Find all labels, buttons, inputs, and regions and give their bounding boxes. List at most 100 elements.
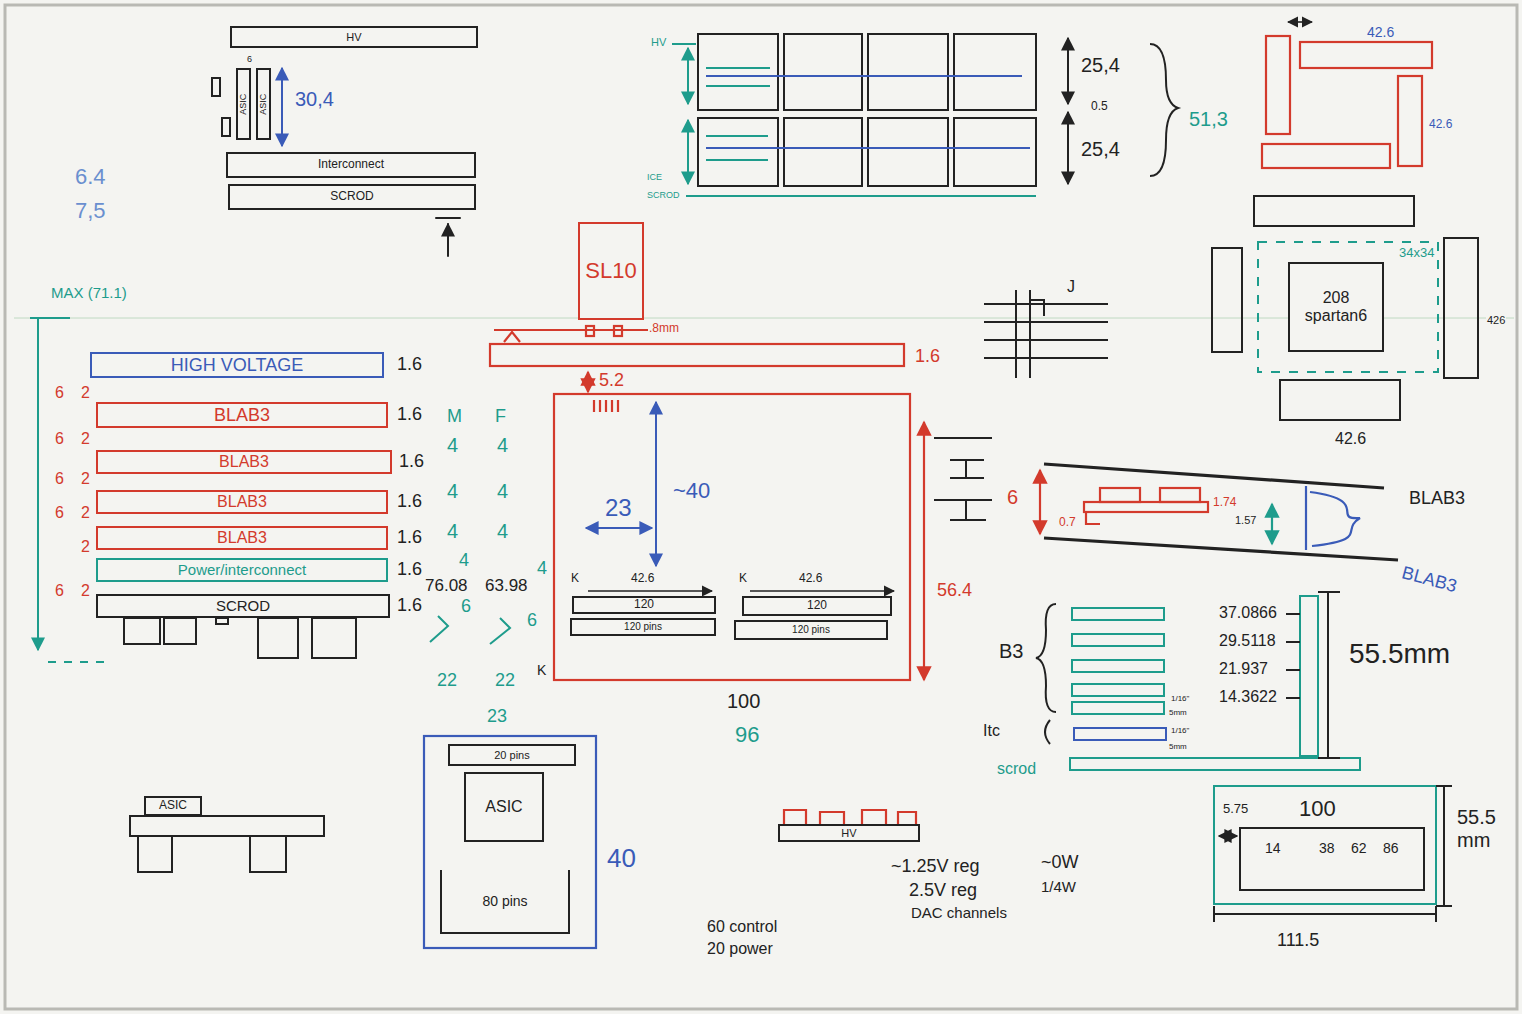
footprint-sketch [1436, 786, 1452, 906]
dimension-label: 76.08 [424, 576, 469, 596]
dimension-label: 2 [80, 470, 91, 488]
footprint-sketch [1214, 786, 1452, 922]
dimension-label: 29.5118 [1218, 632, 1277, 650]
max-bracket [48, 661, 112, 663]
dimension-label: 6 [1006, 486, 1019, 509]
annotation-label: MAX (71.1) [50, 284, 128, 301]
node-text: ASIC [485, 798, 522, 816]
connector-box: SL10 [578, 222, 644, 320]
connector-sketch [1016, 290, 1044, 378]
annotation-label: K [536, 662, 547, 678]
dimension-label: 42.6 [1428, 118, 1453, 132]
annotation-label: K [738, 572, 748, 586]
circuit-board: HIGH VOLTAGE [90, 352, 384, 378]
footprint-sketch [1214, 786, 1436, 904]
fpga-chip: 208 spartan6 [1288, 262, 1384, 352]
dimension-label: 1.6 [396, 491, 423, 512]
dimension-label: 4 [446, 434, 459, 457]
dimension-label: .8mm [648, 322, 680, 336]
dimension-arrow [655, 402, 657, 566]
module-grid [698, 118, 778, 186]
node-text: ASIC [238, 93, 248, 114]
annotation-label: J [1066, 278, 1076, 296]
connector-sketch [984, 304, 1108, 358]
scrod-connectors [124, 618, 356, 658]
dimension-label: 5.2 [598, 370, 625, 391]
circuit-board: BLAB3 [96, 402, 388, 428]
frame-sketch [1262, 22, 1432, 168]
blab3-cross-section [1040, 464, 1398, 560]
carrier-board [490, 326, 924, 680]
carrier-board [923, 422, 925, 680]
dimension-label: 6 [54, 582, 65, 600]
dimension-label: 1.6 [396, 595, 423, 616]
dimension-label: 62 [1350, 840, 1368, 856]
dimension-arrow [281, 68, 283, 146]
dimension-label: 7,5 [74, 198, 107, 223]
module-grid-wires [687, 48, 689, 104]
scrod-connectors [258, 618, 298, 658]
dimension-label: 6 [54, 470, 65, 488]
connector-box: 120 [572, 596, 716, 614]
annotation-label: B3 [998, 640, 1024, 663]
fpga-layout [1212, 196, 1478, 420]
dimension-label: 42.6 [630, 572, 655, 586]
connector-sketch [934, 290, 1108, 520]
blab3-cross-section [1305, 486, 1307, 550]
board-stack [1072, 660, 1164, 672]
fpga-layout [1258, 242, 1438, 372]
annotation-label: BLAB3 [1399, 562, 1460, 597]
connector-sketch [934, 438, 992, 520]
dimension-arrow [588, 590, 712, 592]
frame-sketch [1398, 76, 1422, 166]
dimension-label: 100 [1298, 796, 1337, 821]
dimension-label: 55.5 mm [1456, 806, 1510, 852]
node-text: HV [841, 827, 856, 840]
dimension-label: 4 [496, 434, 509, 457]
node-text: BLAB3 [214, 405, 270, 426]
carrier-board [587, 372, 589, 392]
dimension-label: 4 [496, 520, 509, 543]
dimension-label: 1/16" [1170, 694, 1190, 703]
module-grid [868, 118, 948, 186]
dimension-label: 426 [1486, 314, 1506, 327]
annotation-label: M [446, 406, 463, 427]
circuit-board: SCROD [228, 184, 476, 210]
dimension-label: 1.6 [914, 346, 941, 367]
node-text: HIGH VOLTAGE [171, 355, 303, 376]
node-text: SL10 [585, 258, 636, 283]
node-text: BLAB3 [219, 453, 269, 471]
dimension-label: 1.57 [1234, 514, 1257, 527]
carrier-board [614, 326, 622, 336]
board-stack [1074, 728, 1166, 740]
module-grid-wires [687, 120, 689, 184]
frame-sketch [1288, 21, 1312, 23]
asic-board [130, 816, 324, 836]
dimension-label: 4 [446, 480, 459, 503]
dimension-label: 1.6 [396, 527, 423, 548]
carrier-board [594, 400, 618, 412]
annotation-label: ICE [646, 172, 663, 182]
dimension-label: 4 [496, 480, 509, 503]
blab3-cross-section [1044, 538, 1398, 560]
module-grid-wires [706, 147, 1030, 149]
dimension-label: 42.6 [798, 572, 823, 586]
scrod-connectors [164, 618, 196, 644]
footprint-sketch [1240, 828, 1424, 890]
dimension-label: 1.6 [396, 559, 423, 580]
scrod-connectors [216, 618, 228, 624]
circuit-board: SCROD [96, 594, 390, 618]
module-grid-wires [706, 68, 770, 160]
asic-board [138, 836, 172, 872]
stack-arrows [490, 618, 510, 644]
blab3-cross-section [1084, 502, 1208, 512]
dimension-label: 0.5 [1090, 100, 1109, 114]
module-grid [784, 34, 862, 110]
annotation-label: F [494, 406, 507, 427]
carrier-board [504, 332, 520, 342]
dimension-label: 42.6 [1334, 430, 1367, 448]
dimension-label: 6.4 [74, 164, 107, 189]
dimension-label: 51,3 [1188, 108, 1229, 131]
dimension-label: 6 [460, 596, 472, 617]
max-bracket [37, 318, 39, 650]
